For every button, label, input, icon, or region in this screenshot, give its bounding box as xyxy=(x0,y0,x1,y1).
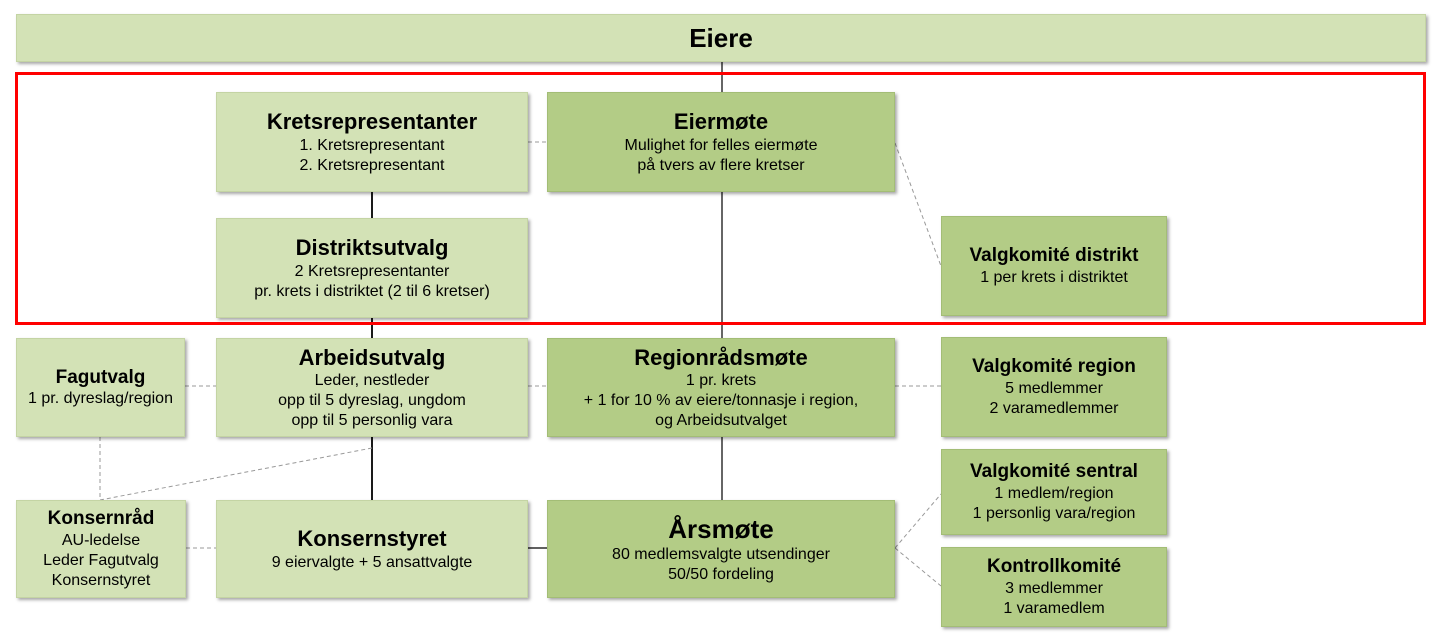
kretsrepresentanter-box[interactable]: Kretsrepresentanter 1. Kretsrepresentant… xyxy=(216,92,528,192)
arsmote-box[interactable]: Årsmøte 80 medlemsvalgte utsendinger 50/… xyxy=(547,500,895,598)
konsernstyret-line-1: 9 eiervalgte + 5 ansattvalgte xyxy=(271,553,473,571)
eiermote-line-2: på tvers av flere kretser xyxy=(637,156,805,174)
arbeidsutvalg-konsernrad-dashed-line xyxy=(99,447,373,501)
eiermote-valgkomite-distrikt-dashed-line xyxy=(894,142,942,267)
regionradsmote-title: Regionrådsmøte xyxy=(634,344,808,370)
valgkomite-distrikt-title: Valgkomité distrikt xyxy=(969,245,1139,267)
valgkomite-sentral-line-1: 1 medlem/region xyxy=(994,484,1114,502)
kretsrepresentanter-title: Kretsrepresentanter xyxy=(266,109,478,135)
kontrollkomite-line-2: 1 varamedlem xyxy=(1003,599,1105,617)
distriktsutvalg-line-2: pr. krets i distriktet (2 til 6 kretser) xyxy=(254,282,490,300)
kontrollkomite-title: Kontrollkomité xyxy=(986,556,1122,578)
arbeidsutvalg-line-1: Leder, nestleder xyxy=(314,372,430,390)
arbeidsutvalg-line-3: opp til 5 personlig vara xyxy=(291,412,453,430)
eiermote-title: Eiermøte xyxy=(673,109,769,135)
eiere-box[interactable]: Eiere xyxy=(16,14,1426,62)
regionradsmote-line-2: + 1 for 10 % av eiere/tonnasje i region, xyxy=(583,392,859,410)
konsernrad-box[interactable]: Konsernråd AU-ledelse Leder Fagutvalg Ko… xyxy=(16,500,186,598)
regionradsmote-line-1: 1 pr. krets xyxy=(685,372,757,390)
fagutvalg-line-1: 1 pr. dyreslag/region xyxy=(28,390,173,408)
highlight-frame xyxy=(15,72,1426,325)
kretsrepresentanter-line-2: 2. Kretsrepresentant xyxy=(299,156,445,174)
fagutvalg-title: Fagutvalg xyxy=(55,366,146,388)
arsmote-valgkomite-sentral-dashed-line xyxy=(894,493,942,549)
valgkomite-region-line-2: 2 varamedlemmer xyxy=(989,399,1119,417)
kontrollkomite-line-1: 3 medlemmer xyxy=(1005,579,1103,597)
arbeidsutvalg-title: Arbeidsutvalg xyxy=(298,344,446,370)
arsmote-line-1: 80 medlemsvalgte utsendinger xyxy=(612,546,830,564)
distriktsutvalg-line-1: 2 Kretsrepresentanter xyxy=(294,262,450,280)
valgkomite-distrikt-box[interactable]: Valgkomité distrikt 1 per krets i distri… xyxy=(941,216,1167,316)
eiermote-box[interactable]: Eiermøte Mulighet for felles eiermøte på… xyxy=(547,92,895,192)
kontrollkomite-box[interactable]: Kontrollkomité 3 medlemmer 1 varamedlem xyxy=(941,547,1167,627)
valgkomite-sentral-box[interactable]: Valgkomité sentral 1 medlem/region 1 per… xyxy=(941,449,1167,535)
distriktsutvalg-title: Distriktsutvalg xyxy=(295,235,449,261)
valgkomite-region-line-1: 5 medlemmer xyxy=(1005,379,1103,397)
arbeidsutvalg-line-2: opp til 5 dyreslag, ungdom xyxy=(278,392,466,410)
valgkomite-sentral-line-2: 1 personlig vara/region xyxy=(972,504,1136,522)
regionradsmote-line-3: og Arbeidsutvalget xyxy=(655,412,787,430)
valgkomite-region-title: Valgkomité region xyxy=(972,356,1136,378)
valgkomite-region-box[interactable]: Valgkomité region 5 medlemmer 2 varamedl… xyxy=(941,337,1167,437)
distriktsutvalg-box[interactable]: Distriktsutvalg 2 Kretsrepresentanter pr… xyxy=(216,218,528,318)
konsernrad-line-3: Konsernstyret xyxy=(51,571,151,589)
konsernrad-line-2: Leder Fagutvalg xyxy=(43,551,159,569)
regionradsmote-box[interactable]: Regionrådsmøte 1 pr. krets + 1 for 10 % … xyxy=(547,338,895,437)
arbeidsutvalg-box[interactable]: Arbeidsutvalg Leder, nestleder opp til 5… xyxy=(216,338,528,437)
konsernstyret-box[interactable]: Konsernstyret 9 eiervalgte + 5 ansattval… xyxy=(216,500,528,598)
konsernstyret-title: Konsernstyret xyxy=(297,526,447,552)
valgkomite-sentral-title: Valgkomité sentral xyxy=(970,461,1138,483)
arsmote-line-2: 50/50 fordeling xyxy=(668,566,774,584)
kretsrepresentanter-line-1: 1. Kretsrepresentant xyxy=(299,136,445,154)
arsmote-title: Årsmøte xyxy=(668,513,774,544)
eiere-title: Eiere xyxy=(689,22,753,53)
konsernrad-title: Konsernråd xyxy=(47,508,155,530)
valgkomite-distrikt-line-1: 1 per krets i distriktet xyxy=(980,268,1128,286)
arsmote-kontrollkomite-dashed-line xyxy=(894,547,942,587)
eiermote-line-1: Mulighet for felles eiermøte xyxy=(624,136,818,154)
fagutvalg-box[interactable]: Fagutvalg 1 pr. dyreslag/region xyxy=(16,338,185,437)
konsernrad-line-1: AU-ledelse xyxy=(61,531,141,549)
